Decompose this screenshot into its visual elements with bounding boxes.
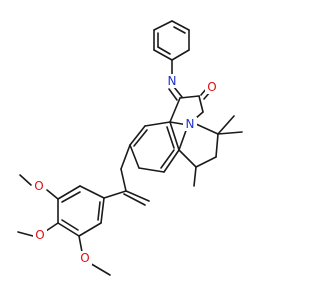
phenyl-ring bbox=[153, 20, 190, 61]
ring-nitrogen-label: N bbox=[183, 117, 197, 131]
svg-text:N: N bbox=[186, 117, 195, 131]
methoxy-oxygen-bottom-label: O bbox=[78, 251, 92, 265]
propenyl-linker bbox=[103, 144, 150, 206]
structure-canvas: N O N O O O bbox=[17, 20, 243, 276]
svg-text:O: O bbox=[80, 251, 89, 265]
methoxy-oxygen-top-label: O bbox=[32, 179, 46, 193]
skeletal-formula: N O N O O O bbox=[17, 20, 243, 276]
methoxy-oxygen-middle-label: O bbox=[33, 228, 47, 242]
central-benzene-ring bbox=[129, 121, 189, 173]
trimethoxyphenyl-ring bbox=[57, 185, 105, 237]
imine-nitrogen-label: N bbox=[165, 74, 179, 88]
imine-group bbox=[168, 59, 183, 101]
tetrahydro-ring bbox=[178, 115, 243, 187]
carbonyl-oxygen-label: O bbox=[205, 80, 219, 94]
svg-text:N: N bbox=[168, 74, 177, 88]
svg-text:O: O bbox=[35, 228, 44, 242]
svg-text:O: O bbox=[207, 80, 216, 94]
svg-text:O: O bbox=[34, 179, 43, 193]
methoxy-groups bbox=[17, 174, 111, 276]
